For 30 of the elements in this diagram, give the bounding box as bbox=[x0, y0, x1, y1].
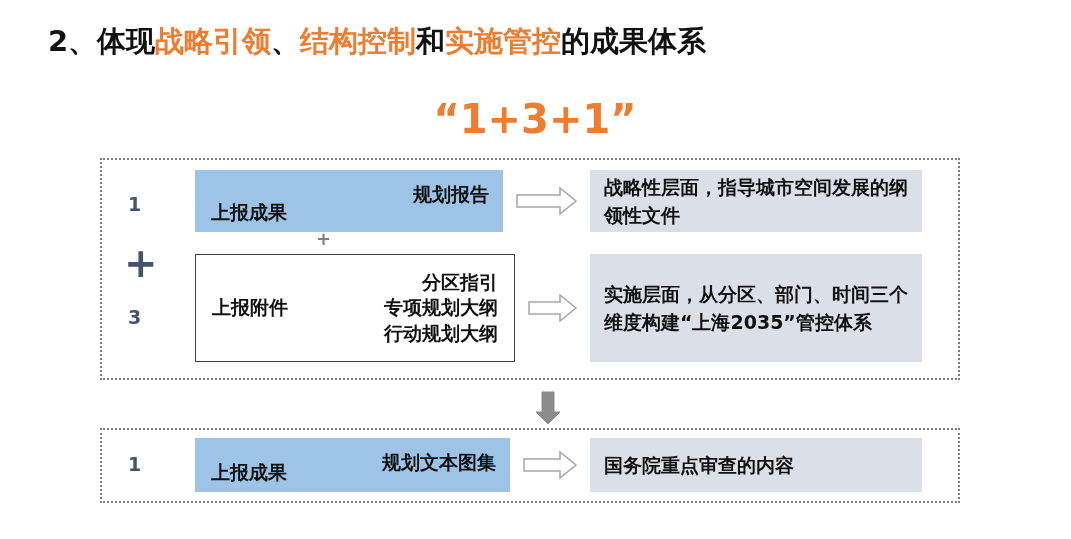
description-box bbox=[590, 170, 922, 232]
dotted-frame bbox=[100, 158, 960, 380]
row-number: 1 bbox=[128, 453, 142, 475]
list-item: 专项规划大纲 bbox=[384, 295, 498, 321]
description-box bbox=[590, 438, 922, 492]
row-number: 3 bbox=[128, 306, 142, 328]
heading: 2、体现战略引领、结构控制和实施管控的成果体系 bbox=[48, 23, 707, 60]
block-arrow bbox=[516, 186, 578, 216]
box-title: 上报成果 bbox=[211, 200, 287, 225]
description-text: 实施层面，从分区、部门、时间三个维度构建“上海2035”管控体系 bbox=[604, 281, 909, 335]
list-item: 分区指引 bbox=[422, 269, 498, 295]
block-arrow bbox=[523, 450, 578, 480]
description-box bbox=[590, 254, 922, 362]
dotted-frame bbox=[100, 428, 960, 503]
list-item: 行动规划大纲 bbox=[384, 320, 498, 346]
result-box bbox=[195, 438, 510, 492]
result-box bbox=[195, 170, 503, 232]
row-number: 1 bbox=[128, 193, 142, 215]
formula-heading: “1+3+1” bbox=[433, 96, 637, 142]
box-title: 上报附件 bbox=[212, 295, 288, 320]
down-arrow bbox=[535, 391, 561, 425]
plus-sign: + bbox=[316, 228, 332, 249]
description-text: 战略性层面，指导城市空间发展的纲领性文件 bbox=[604, 174, 909, 228]
attachment-box bbox=[195, 254, 515, 362]
description-text: 国务院重点审查的内容 bbox=[604, 452, 794, 478]
box-subtitle: 规划报告 bbox=[413, 182, 489, 207]
plus-sign: + bbox=[124, 240, 158, 286]
box-subtitle: 规划文本图集 bbox=[382, 450, 496, 475]
block-arrow bbox=[528, 293, 578, 323]
box-title: 上报成果 bbox=[211, 460, 287, 485]
